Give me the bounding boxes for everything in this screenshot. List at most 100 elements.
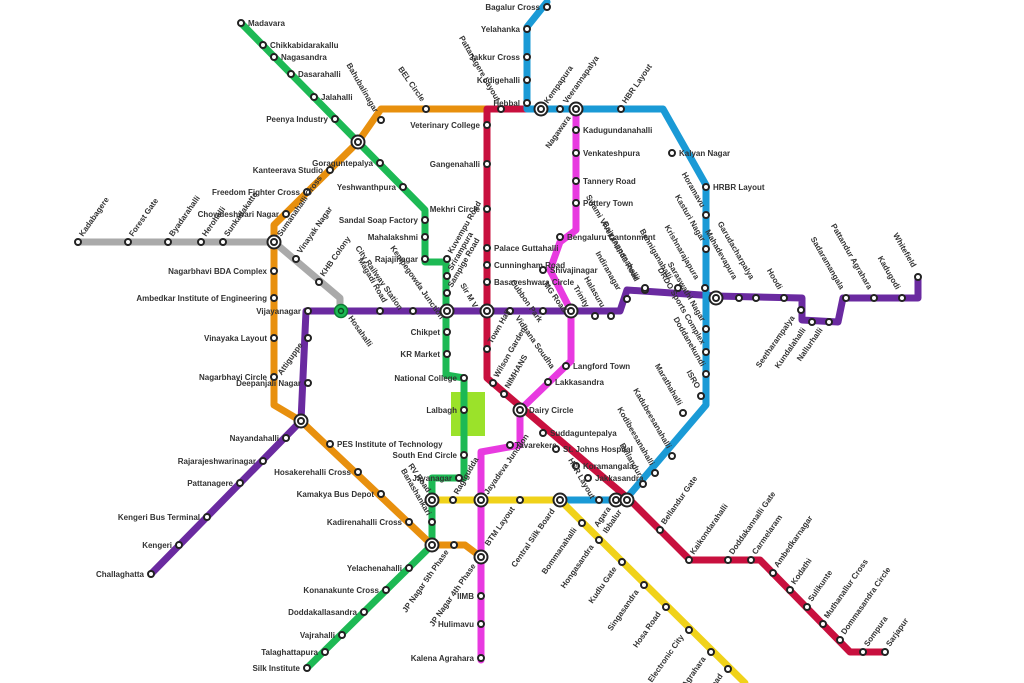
station-ambedkarnagar[interactable]: [769, 569, 777, 577]
station-st-johns-hospital[interactable]: [552, 445, 560, 453]
station-doddanekundi[interactable]: [702, 370, 710, 378]
station-hulimavu[interactable]: [477, 620, 485, 628]
station-nallurhalli[interactable]: [825, 318, 833, 326]
station-nimhans[interactable]: [500, 390, 508, 398]
station-cunningham-road[interactable]: [483, 261, 491, 269]
station-herohalli[interactable]: [197, 238, 205, 246]
station-vidhana-soudha[interactable]: [506, 307, 514, 315]
station-yeshwanthpura[interactable]: [399, 183, 407, 191]
station-yelahanka[interactable]: [523, 25, 531, 33]
station-deepanjali-nagar[interactable]: [304, 379, 312, 387]
station-byadarahalli[interactable]: [164, 238, 172, 246]
station-hebbagodi-road[interactable]: [724, 665, 732, 673]
station-kodigehalli[interactable]: [523, 76, 531, 84]
station-lalbagh[interactable]: [460, 406, 468, 414]
station-seetharampalya[interactable]: [797, 306, 805, 314]
station-jp-nagar-5th-phase[interactable]: [450, 541, 458, 549]
station-mahadevapura[interactable]: [735, 294, 743, 302]
station-rajarajeshwarinagar[interactable]: [259, 457, 267, 465]
station-vinayaka-layout[interactable]: [270, 334, 278, 342]
interchange-rv-road[interactable]: [424, 492, 440, 508]
station-trinity[interactable]: [591, 312, 599, 320]
station-banashankari[interactable]: [428, 518, 436, 526]
station-baiyyappanahalli[interactable]: [641, 284, 649, 292]
station-carmelaram[interactable]: [747, 556, 755, 564]
station-hosahalli-highlight[interactable]: [333, 303, 349, 319]
station-wilson-garden[interactable]: [489, 379, 497, 387]
station-hrbr-layout[interactable]: [702, 183, 710, 191]
station-bengaluru-cantonment[interactable]: [556, 233, 564, 241]
station-jakkasandra[interactable]: [584, 474, 592, 482]
station-forest-gate[interactable]: [124, 238, 132, 246]
station-veerannapalya[interactable]: [556, 105, 564, 113]
station-nagarbhavi-bda-complex[interactable]: [270, 267, 278, 275]
station-chikkabidarakallu[interactable]: [259, 41, 267, 49]
station-kengeri[interactable]: [175, 541, 183, 549]
interchange-mysore-road[interactable]: [293, 413, 309, 429]
station-pottery-town[interactable]: [572, 199, 580, 207]
station-suddaguntepalya[interactable]: [539, 429, 547, 437]
station-benniganahalli[interactable]: [674, 284, 682, 292]
station-huskur-agrahara[interactable]: [707, 648, 715, 656]
station-muthanallur-cross[interactable]: [819, 620, 827, 628]
interchange-mg-road[interactable]: [563, 303, 579, 319]
station-gangenahalli[interactable]: [483, 160, 491, 168]
station-pattandur-agrahara[interactable]: [870, 294, 878, 302]
station-kuvempu-road[interactable]: [443, 255, 451, 263]
station-kadugundanahalli[interactable]: [572, 126, 580, 134]
station-mahalakshmi[interactable]: [421, 233, 429, 241]
station-shivajinagar[interactable]: [539, 266, 547, 274]
station-drdo-sports-complex[interactable]: [702, 348, 710, 356]
station-palace-guttahalli[interactable]: [483, 244, 491, 252]
station-isro[interactable]: [697, 392, 705, 400]
station-rajajinagar[interactable]: [421, 255, 429, 263]
station-kaikondarahalli[interactable]: [685, 556, 693, 564]
station-srirampura[interactable]: [443, 272, 451, 280]
station-kasturi-nagar[interactable]: [702, 245, 710, 253]
station-kundalahalli[interactable]: [808, 318, 816, 326]
interchange-jp-nagar[interactable]: [424, 537, 440, 553]
station-saraswathi-nagar[interactable]: [702, 325, 710, 333]
station-bellandur-gate[interactable]: [656, 526, 664, 534]
interchange-central-silk-board[interactable]: [552, 492, 568, 508]
station-jalahalli[interactable]: [310, 93, 318, 101]
station-kanteerava-studio[interactable]: [326, 166, 334, 174]
interchange-nagawara[interactable]: [568, 101, 584, 117]
station-pes-institute-of-technology[interactable]: [326, 440, 334, 448]
station-town-hall[interactable]: [483, 345, 491, 353]
station-sulikunte[interactable]: [803, 603, 811, 611]
station-hebbal[interactable]: [523, 99, 531, 107]
station-madavara[interactable]: [237, 19, 245, 27]
station-challaghatta[interactable]: [147, 570, 155, 578]
station-kadugodi[interactable]: [898, 294, 906, 302]
station-chikpet[interactable]: [443, 328, 451, 336]
station-bagalur-cross[interactable]: [543, 3, 551, 11]
station-nagasandra[interactable]: [270, 53, 278, 61]
station-peenya-industry[interactable]: [331, 115, 339, 123]
station-dommasandra-circle[interactable]: [836, 636, 844, 644]
station-attiguppe[interactable]: [304, 334, 312, 342]
station-nagarbhavi-circle[interactable]: [270, 373, 278, 381]
station-whitefield[interactable]: [914, 273, 922, 281]
station-iimb[interactable]: [477, 592, 485, 600]
station-langford-town[interactable]: [562, 362, 570, 370]
station-city-railway-station[interactable]: [409, 307, 417, 315]
station-bellandur[interactable]: [639, 480, 647, 488]
station-talaghattapura[interactable]: [321, 648, 329, 656]
station-garudacharpalya[interactable]: [752, 294, 760, 302]
station-nayandahalli[interactable]: [282, 434, 290, 442]
station-veterinary-college[interactable]: [483, 121, 491, 129]
station-electronic-city[interactable]: [685, 626, 693, 634]
station-singasandra[interactable]: [640, 581, 648, 589]
station-pattanagere[interactable]: [236, 479, 244, 487]
station-hbr-layout[interactable]: [617, 105, 625, 113]
station-bommanahalli[interactable]: [578, 519, 586, 527]
station-bel-circle[interactable]: [422, 105, 430, 113]
station-sunkadakatte[interactable]: [219, 238, 227, 246]
station-hsr-layout[interactable]: [595, 496, 603, 504]
station-yelachenahalli[interactable]: [405, 564, 413, 572]
station-krishnarajapura[interactable]: [701, 284, 709, 292]
station-ragigudda[interactable]: [449, 496, 457, 504]
station-khb-colony[interactable]: [315, 278, 323, 286]
station-national-college[interactable]: [460, 374, 468, 382]
